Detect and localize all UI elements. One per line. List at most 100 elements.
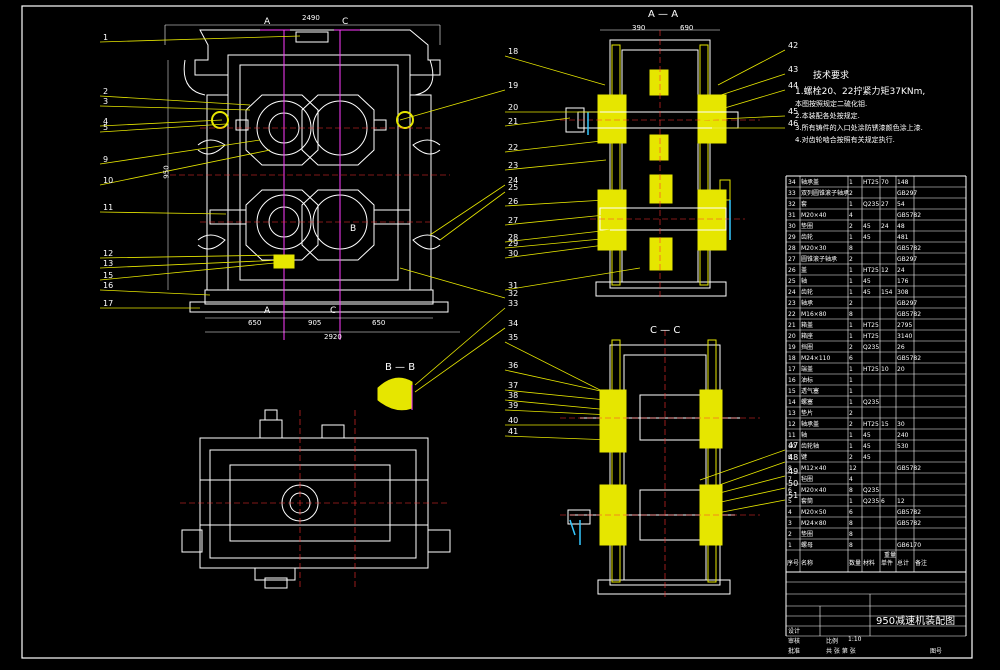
table-cell: 8: [849, 531, 853, 538]
callout-leader: [504, 369, 606, 393]
table-cell: 套: [801, 200, 807, 208]
callout-number: 42: [788, 41, 798, 50]
table-cell: GB6170: [897, 542, 921, 549]
callout-number: 36: [508, 361, 518, 370]
table-cell: 4: [849, 476, 853, 483]
table-cell: 32: [788, 201, 796, 208]
table-cell: 8: [788, 465, 792, 472]
table-cell: 4: [849, 212, 853, 219]
table-cell: 22: [788, 311, 796, 318]
table-cell: 24: [897, 267, 905, 274]
table-cell: 1: [849, 289, 853, 296]
table-cell: 10: [881, 366, 889, 373]
callout-number: 34: [508, 319, 518, 328]
table-cell: 材料: [863, 559, 875, 567]
front-view: [164, 24, 449, 313]
callout-number: 50: [788, 479, 798, 488]
callout-number: 23: [508, 161, 518, 170]
table-cell: GB5782: [897, 212, 921, 219]
table-cell: 轴: [801, 431, 807, 439]
table-cell: 2: [849, 410, 853, 417]
table-cell: 12: [849, 465, 857, 472]
callout-leader: [711, 499, 786, 515]
callout-leader: [699, 449, 786, 481]
callout-number: 4: [103, 117, 108, 126]
callout-number: 12: [103, 249, 113, 258]
callout-leader: [504, 159, 607, 171]
table-cell: 1: [849, 443, 853, 450]
table-cell: 11: [788, 432, 796, 439]
callout-number: 2: [103, 87, 108, 96]
table-cell: 33: [788, 190, 796, 197]
table-cell: 备注: [915, 559, 927, 567]
callout-leader: [429, 184, 506, 236]
table-cell: 27: [788, 256, 796, 263]
callout-leader: [99, 289, 211, 296]
table-cell: 数量: [849, 559, 861, 567]
table-cell: 挡圈: [801, 343, 813, 351]
table-cell: M20×50: [801, 509, 827, 516]
callout-leader: [717, 73, 786, 97]
callout-number: 22: [508, 143, 518, 152]
table-cell: M24×110: [801, 355, 830, 362]
table-cell: 12: [897, 498, 905, 505]
callout-leader: [99, 211, 227, 215]
table-cell: 2: [788, 531, 792, 538]
table-cell: GB297: [897, 256, 917, 263]
callout-leader: [99, 123, 227, 133]
table-cell: 34: [788, 179, 796, 186]
table-cell: 8: [849, 245, 853, 252]
callout-leader: [504, 237, 613, 249]
table-cell: 27: [881, 201, 889, 208]
callout-number: 1: [103, 33, 108, 42]
table-cell: 6: [788, 487, 792, 494]
table-cell: 1: [849, 388, 853, 395]
table-cell: 盖: [801, 266, 807, 274]
table-cell: 序号: [787, 559, 799, 567]
callout-number: 33: [508, 299, 518, 308]
table-cell: 23: [788, 300, 796, 307]
table-cell: 螺母: [801, 541, 813, 549]
top-view: [180, 409, 451, 590]
table-cell: 垫圈: [801, 530, 813, 538]
table-cell: GB5782: [897, 245, 921, 252]
callout-number: 31: [508, 281, 518, 290]
table-cell: 2: [849, 344, 853, 351]
callout-leader: [707, 475, 786, 497]
table-cell: 1: [849, 366, 853, 373]
table-cell: 总计: [897, 559, 909, 567]
callout-number: 48: [788, 453, 798, 462]
table-cell: GB297: [897, 300, 917, 307]
table-cell: 齿轮轴: [801, 442, 819, 450]
table-cell: 70: [881, 179, 889, 186]
callout-leader: [504, 341, 601, 391]
table-cell: 54: [897, 201, 905, 208]
table-cell: GB5782: [897, 509, 921, 516]
callout-number: 41: [508, 427, 518, 436]
callout-number: 24: [508, 176, 518, 185]
table-cell: 6: [849, 355, 853, 362]
callout-number: 39: [508, 401, 518, 410]
table-cell: 1: [788, 542, 792, 549]
table-cell: 重量: [884, 551, 896, 559]
callout-number: 47: [788, 441, 798, 450]
table-cell: 24: [881, 223, 889, 230]
table-cell: 8: [849, 487, 853, 494]
callout-number: 21: [508, 117, 518, 126]
table-cell: 2: [849, 454, 853, 461]
callout-number: 30: [508, 249, 518, 258]
table-cell: 2: [849, 421, 853, 428]
table-cell: 箱座: [801, 332, 813, 340]
table-cell: 螺塞: [801, 398, 813, 406]
table-cell: Q235: [863, 498, 879, 505]
callout-leader: [399, 89, 506, 121]
callout-number: 17: [103, 299, 113, 308]
table-cell: 2795: [897, 322, 912, 329]
table-cell: 16: [788, 377, 796, 384]
callout-number: 18: [508, 47, 518, 56]
table-cell: 轴承: [801, 299, 813, 307]
table-cell: 1: [849, 201, 853, 208]
table-cell: M20×40: [801, 212, 827, 219]
